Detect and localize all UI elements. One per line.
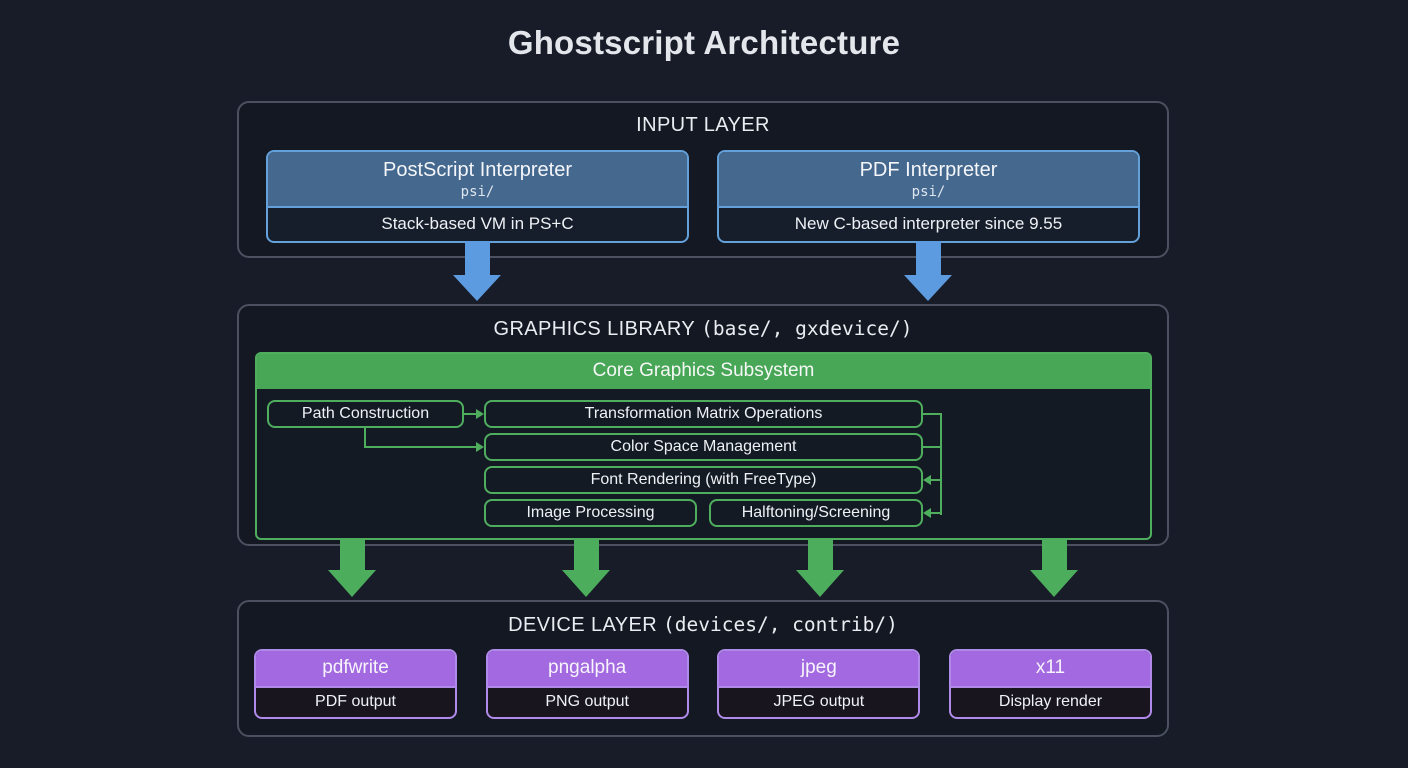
pdf-interpreter-header: PDF Interpreter psi/ (719, 152, 1138, 206)
pdf-interpreter-description: New C-based interpreter since 9.55 (719, 206, 1138, 241)
pdf-interpreter-box: PDF Interpreter psi/ New C-based interpr… (717, 150, 1140, 243)
down-arrow-blue-pdf (904, 241, 952, 301)
input-layer-boxes: PostScript Interpreter psi/ Stack-based … (266, 150, 1140, 243)
arrow-shaft (1041, 539, 1067, 570)
device-jpeg-description: JPEG output (719, 686, 919, 717)
device-layer-title-text: DEVICE LAYER (508, 614, 658, 636)
arrow-shaft (915, 241, 941, 275)
down-arrow-green-pdfwrite (328, 539, 376, 597)
core-graphics-subsystem-content: Path Construction Transformation Matrix … (257, 389, 1150, 537)
component-font-rendering: Font Rendering (with FreeType) (484, 466, 923, 494)
device-layer-title-paths: (devices/, contrib/) (663, 613, 898, 636)
arrow-head (904, 275, 952, 301)
arrow-shaft (339, 539, 365, 570)
arrow-head (796, 570, 844, 597)
device-pngalpha-name: pngalpha (487, 651, 687, 686)
page-title: Ghostscript Architecture (507, 24, 901, 61)
device-pdfwrite-name: pdfwrite (256, 651, 455, 686)
postscript-interpreter-path: psi/ (460, 184, 495, 200)
connector-arrowhead-left (923, 475, 931, 485)
device-layer-panel: DEVICE LAYER(devices/, contrib/) pdfwrit… (237, 600, 1169, 737)
device-layer-title: DEVICE LAYER(devices/, contrib/) (239, 613, 1167, 637)
arrow-head (328, 570, 376, 597)
down-arrow-green-jpeg (796, 539, 844, 597)
graphics-layer-panel: GRAPHICS LIBRARY(base/, gxdevice/) Core … (237, 304, 1169, 546)
arrow-shaft (464, 241, 490, 275)
graphics-layer-title-paths: (base/, gxdevice/) (701, 317, 913, 340)
connector-line (940, 413, 942, 515)
connector-line (464, 413, 476, 415)
connector-arrowhead-right (476, 442, 484, 452)
component-image-processing: Image Processing (484, 499, 697, 527)
device-pngalpha-box: pngalpha PNG output (485, 649, 689, 719)
core-graphics-subsystem-box: Core Graphics Subsystem Path Constructio… (255, 352, 1152, 540)
connector-line (364, 427, 366, 448)
postscript-interpreter-box: PostScript Interpreter psi/ Stack-based … (266, 150, 689, 243)
connector-line (923, 413, 942, 415)
pdf-interpreter-path: psi/ (911, 184, 946, 200)
connector-arrowhead-right (476, 409, 484, 419)
graphics-layer-title: GRAPHICS LIBRARY(base/, gxdevice/) (239, 317, 1167, 341)
device-pdfwrite-box: pdfwrite PDF output (254, 649, 457, 719)
device-x11-description: Display render (950, 686, 1150, 717)
arrow-head (453, 275, 501, 301)
connector-line (364, 446, 476, 448)
down-arrow-blue-postscript (453, 241, 501, 301)
input-layer-title-text: INPUT LAYER (636, 114, 770, 136)
down-arrow-green-pngalpha (562, 539, 610, 597)
input-layer-title: INPUT LAYER (239, 114, 1167, 137)
postscript-interpreter-header: PostScript Interpreter psi/ (268, 152, 687, 206)
input-layer-panel: INPUT LAYER PostScript Interpreter psi/ … (237, 101, 1169, 258)
device-x11-name: x11 (950, 651, 1150, 686)
arrow-head (1030, 570, 1078, 597)
connector-line (931, 512, 940, 514)
component-transformation-matrix-operations: Transformation Matrix Operations (484, 400, 923, 428)
graphics-layer-title-text: GRAPHICS LIBRARY (493, 318, 696, 340)
device-pngalpha-description: PNG output (487, 686, 687, 717)
postscript-interpreter-name: PostScript Interpreter (383, 159, 572, 181)
arrow-shaft (573, 539, 599, 570)
device-layer-boxes: pdfwrite PDF output pngalpha PNG output … (254, 649, 1152, 719)
device-x11-box: x11 Display render (948, 649, 1152, 719)
connector-line (923, 446, 942, 448)
component-path-construction: Path Construction (267, 400, 464, 428)
device-jpeg-name: jpeg (719, 651, 919, 686)
core-graphics-subsystem-header: Core Graphics Subsystem (257, 354, 1150, 389)
connector-line (931, 479, 940, 481)
connector-arrowhead-left (923, 508, 931, 518)
down-arrow-green-x11 (1030, 539, 1078, 597)
postscript-interpreter-description: Stack-based VM in PS+C (268, 206, 687, 241)
component-halftoning-screening: Halftoning/Screening (709, 499, 923, 527)
component-color-space-management: Color Space Management (484, 433, 923, 461)
device-jpeg-box: jpeg JPEG output (717, 649, 921, 719)
arrow-head (562, 570, 610, 597)
arrow-shaft (807, 539, 833, 570)
pdf-interpreter-name: PDF Interpreter (859, 159, 998, 181)
device-pdfwrite-description: PDF output (256, 686, 455, 717)
